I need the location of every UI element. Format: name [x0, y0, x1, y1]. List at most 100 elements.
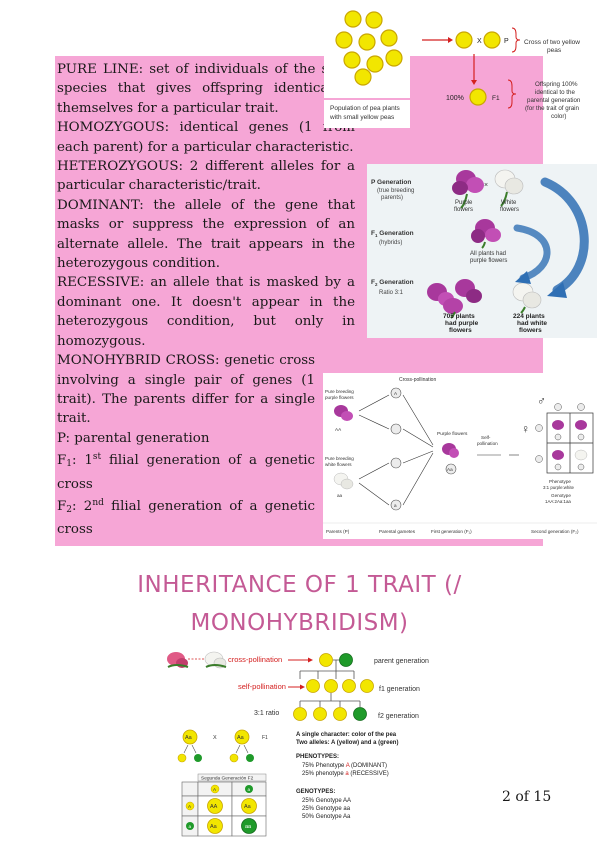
f1-gen-word: Generation — [378, 230, 414, 237]
white-label: White — [501, 200, 517, 206]
all-purple-2: purple flowers — [470, 258, 507, 264]
purple-flower-icon — [471, 219, 501, 249]
pea — [354, 68, 372, 86]
gamete-arrows — [358, 394, 519, 506]
section-title-line-2: MONOHYBRIDISM) — [190, 610, 409, 636]
count-purple-3: flowers — [449, 327, 472, 334]
def-f2: F2: 2nd filial generation of a genetic c… — [57, 494, 315, 540]
geno-1: 25% Genotype AA — [302, 798, 351, 804]
f1-parent-left — [182, 729, 198, 745]
footer-second: Second generation (F₂) — [531, 529, 579, 534]
gamete-a-left: a — [189, 824, 192, 829]
offspring-pea — [469, 88, 487, 106]
pheno-1-suffix: (DOMINANT) — [349, 763, 387, 769]
p-gen-label-2: (true breeding — [377, 188, 414, 194]
def-monohybrid: MONOHYBRID CROSS: genetic cross involvin… — [57, 353, 315, 427]
offspring-caption-3: parental generation — [527, 97, 581, 104]
gamete-icon — [246, 754, 254, 762]
pheno-2-suffix: (RECESSIVE) — [349, 771, 389, 777]
caption-bg — [324, 100, 410, 128]
white-label-2: flowers — [500, 207, 519, 213]
pea — [344, 10, 362, 28]
genotype-label: Genotype — [551, 493, 571, 498]
purple-flower-icon — [442, 443, 459, 458]
f1-branches — [299, 670, 355, 679]
f2-peas — [293, 707, 367, 721]
f1-label: F1 — [492, 95, 500, 102]
f1-sub: 1 — [66, 459, 73, 470]
purple-flowers-label: Purple flowers — [437, 431, 468, 437]
flower-generations-figure: P Generation (true breeding parents) × P… — [367, 164, 597, 338]
white-flower-icon — [204, 651, 227, 669]
pea-population-figure: Population of pea plants with small yell… — [322, 2, 597, 130]
section-title-line-1: INHERITANCE OF 1 TRAIT (/ — [137, 572, 462, 598]
pure-purple-2: purple flowers — [325, 395, 354, 400]
self-pollination-2: pollination — [477, 441, 498, 446]
phenotypes-title: PHENOTYPES: — [296, 754, 339, 760]
genotype-ratio: 1AA:2Aa:1aa — [545, 499, 571, 504]
hybrid-label: Aa — [447, 467, 453, 472]
gamete-icon — [186, 822, 194, 830]
f1-sep: : 1 — [72, 453, 93, 469]
def-recessive: RECESSIVE: an allele that is masked by a… — [57, 275, 355, 349]
offspring-caption-5: color) — [551, 113, 566, 120]
population-caption-2: with small yellow peas — [329, 114, 395, 121]
gamete-icon — [185, 801, 195, 811]
f1-generation-label: f1 generation — [379, 686, 420, 693]
f2-gen-letter: F — [371, 279, 375, 286]
parent-pea-green — [339, 653, 353, 667]
count-white-1: 224 plants — [513, 313, 545, 320]
definitions-block: PURE LINE: set of individuals of the sam… — [57, 60, 357, 540]
f2-gen-sub: 2 — [375, 282, 378, 287]
gamete-A-top: A — [213, 787, 217, 792]
parent-pea-right — [483, 31, 501, 49]
pea-population-svg: Population of pea plants with small yell… — [324, 4, 581, 128]
p-gen-label-1: P Generation — [371, 179, 411, 186]
pheno-2-allele: a — [345, 771, 349, 777]
f1-sup: st — [92, 452, 102, 463]
two-alleles: Two alleles: A (yellow) and a (green) — [296, 740, 398, 746]
def-f1: F1: 1st filial generation of a genetic c… — [57, 448, 315, 494]
cross-caption-2: peas — [547, 47, 562, 54]
pheno-2-prefix: 25% phenotype — [302, 771, 345, 777]
def-p: P: parental generation — [57, 430, 210, 446]
f1-peas — [306, 679, 374, 693]
f1-rest: filial generation of a genetic cross — [57, 453, 315, 492]
punnett-flowers — [552, 420, 588, 461]
pea — [343, 51, 361, 69]
f2-generation-label: f2 generation — [378, 713, 419, 720]
f2-sup: nd — [92, 497, 104, 508]
def-dominant: DOMINANT: the allele of the gene that ma… — [57, 197, 355, 272]
pea — [380, 29, 398, 47]
arrow-head-icon — [515, 271, 531, 284]
pure-white-2: white flowers — [325, 462, 352, 467]
pea-cluster — [335, 10, 403, 86]
white-flower-icon — [333, 472, 354, 490]
punnett-grid — [546, 412, 594, 474]
bracket-icon — [511, 27, 521, 53]
footer-first: First generation (F₁) — [431, 529, 472, 534]
cell-AA-label: AA — [210, 804, 218, 810]
purple-flower-icon — [452, 170, 484, 209]
gamete-split-lines — [183, 744, 249, 754]
white-flower-icon — [512, 282, 542, 314]
ratio-label: Ratio 3:1 — [379, 290, 404, 296]
pheno-2: 25% phenotype a (RECESSIVE) — [302, 771, 389, 777]
count-white-3: flowers — [519, 327, 542, 334]
gamete-icon — [245, 785, 253, 793]
pea — [385, 49, 403, 67]
pea — [335, 31, 353, 49]
footer-parents: Parents (P) — [326, 529, 350, 534]
purple-label-2: flowers — [454, 207, 473, 213]
parent-pea-left — [455, 31, 473, 49]
phenotype-ratio: 3:1 purple:white — [543, 485, 575, 490]
gamete-circles — [390, 387, 402, 511]
parent-generation-label: parent generation — [374, 658, 429, 665]
pink-flower-icon — [167, 652, 189, 668]
punnett-title-bar — [197, 773, 267, 782]
single-character: A single character: color of the pea — [296, 732, 397, 738]
parent-right-label: Aa — [237, 735, 245, 741]
flower-generations-svg: P Generation (true breeding parents) × P… — [371, 169, 589, 334]
gamete-icon — [194, 754, 202, 762]
aa-upper-label: AA — [335, 427, 342, 432]
